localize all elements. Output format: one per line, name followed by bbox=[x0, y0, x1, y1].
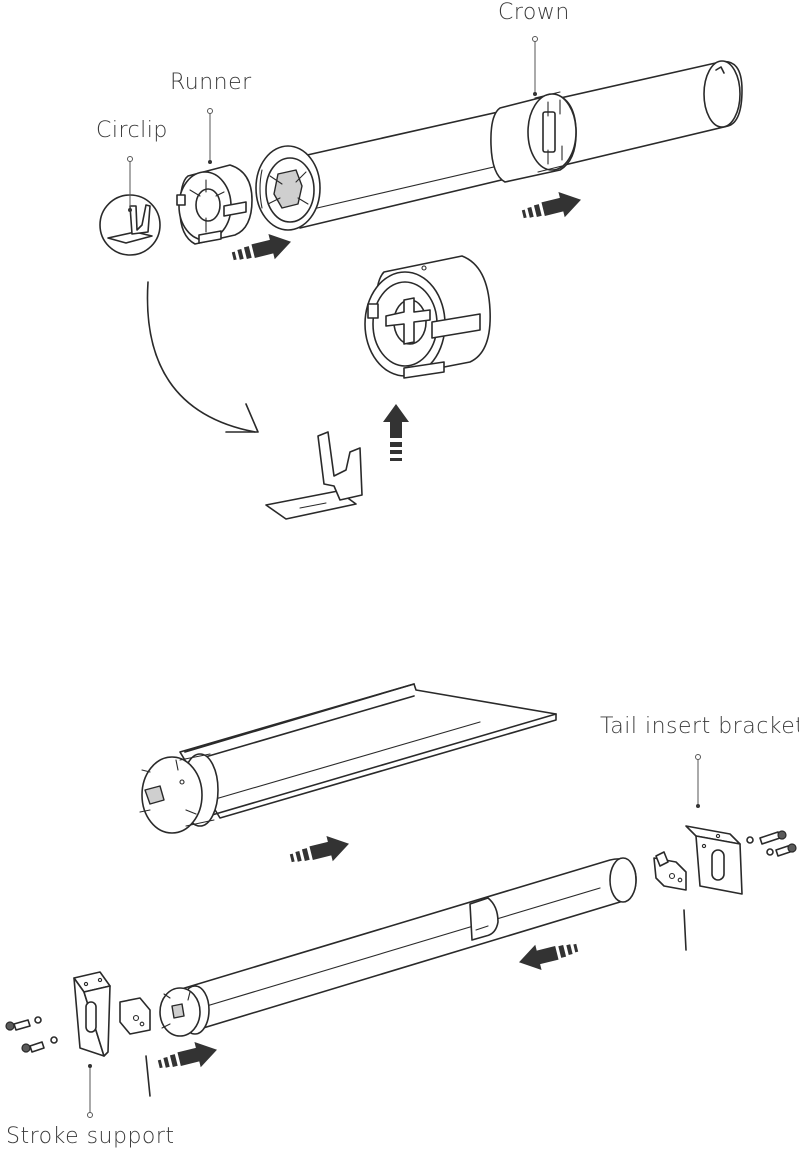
leader-tail-insert-bracket bbox=[696, 755, 701, 809]
tail-insert-bracket-part bbox=[686, 826, 742, 894]
leader-stroke-support bbox=[88, 1064, 93, 1118]
label-runner: Runner bbox=[170, 70, 252, 95]
arrow-up bbox=[383, 404, 409, 461]
motor-tube-bottom-lower bbox=[178, 858, 636, 1032]
motor-tube-bottom-upper bbox=[180, 684, 556, 818]
arrow-left-lower bbox=[516, 935, 581, 975]
arrow-right-crown bbox=[520, 187, 585, 227]
leader-crown bbox=[533, 37, 538, 97]
curve-connector-head bbox=[226, 404, 258, 432]
runner-part-small bbox=[177, 165, 252, 244]
arrow-right-runner bbox=[230, 229, 295, 269]
label-circlip: Circlip bbox=[96, 118, 168, 143]
tube-drive-end bbox=[256, 146, 320, 230]
crown-part bbox=[491, 92, 576, 182]
runner-part-large bbox=[365, 256, 490, 378]
tail-screws bbox=[747, 831, 796, 856]
stroke-screws bbox=[6, 1017, 57, 1052]
arrow-right-lower bbox=[156, 1037, 221, 1077]
tail-clip bbox=[654, 852, 686, 890]
motor-head-bottom-upper bbox=[140, 754, 218, 833]
motor-head-bottom-lower bbox=[160, 986, 209, 1036]
curve-connector bbox=[147, 282, 255, 432]
circlip-large bbox=[266, 432, 362, 519]
leader-runner bbox=[208, 109, 213, 165]
label-stroke-support: Stroke support bbox=[6, 1124, 175, 1149]
tail-pin bbox=[684, 910, 686, 950]
label-tail-insert-bracket: Tail insert bracket bbox=[600, 714, 799, 739]
stroke-pin bbox=[146, 1056, 150, 1096]
label-crown: Crown bbox=[498, 0, 570, 25]
stroke-clip bbox=[120, 998, 150, 1034]
stroke-support-part bbox=[74, 972, 110, 1056]
arrow-right-upper bbox=[288, 831, 353, 871]
